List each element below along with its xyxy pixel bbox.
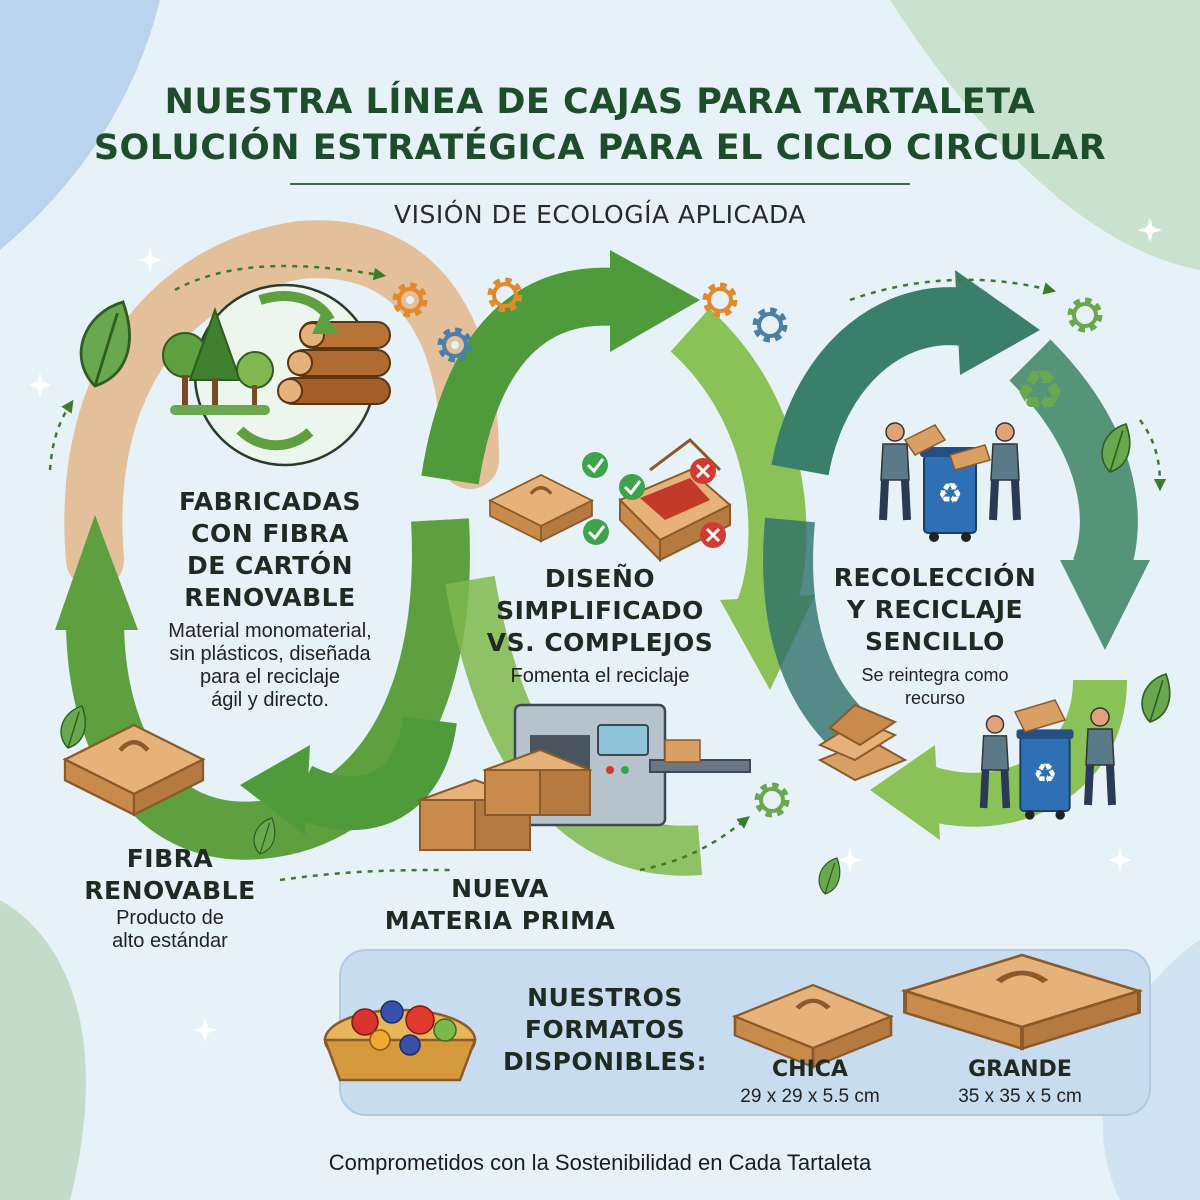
bg-blob-bottom-left <box>0 900 86 1200</box>
footer-text: Comprometidos con la Sostenibilidad en C… <box>328 1150 872 1175</box>
dotted-arrow-top <box>174 264 387 292</box>
section-materia: NUEVA MATERIA PRIMA <box>350 873 650 937</box>
x-icon <box>690 458 716 484</box>
section-title: MATERIA PRIMA <box>384 906 616 935</box>
middle-arrow-head-right <box>610 250 700 352</box>
formats-title-line: FORMATOS <box>524 1015 686 1044</box>
format-item-grande: GRANDE 35 x 35 x 5 cm <box>920 1057 1120 1108</box>
section-title: VS. COMPLEJOS <box>486 628 714 657</box>
right-arrow-head-left <box>870 745 940 840</box>
section-title: FABRICADAS <box>179 487 361 516</box>
recycling-people-top <box>881 423 1019 543</box>
cycle-arrows <box>48 220 1167 882</box>
check-icon <box>619 474 645 500</box>
section-recoleccion: RECOLECCIÓN Y RECICLAJE SENCILLO Se rein… <box>815 562 1055 710</box>
page-title-line2: SOLUCIÓN ESTRATÉGICA PARA EL CICLO CIRCU… <box>93 128 1107 168</box>
section-title: SIMPLIFICADO <box>496 596 704 625</box>
bg-blob-bottom-right <box>1102 940 1200 1200</box>
check-icon <box>582 452 608 478</box>
tart-icon <box>323 1000 477 1082</box>
section-desc: Fomenta el reciclaje <box>510 665 690 687</box>
forest-icon <box>162 307 274 415</box>
section-title: CON FIBRA <box>191 519 349 548</box>
bg-blob-top-left <box>0 0 160 250</box>
dotted-arrow-left <box>48 399 74 471</box>
dotted-arrow-right <box>1138 419 1167 492</box>
forest-cycle-arrow-top <box>258 291 335 323</box>
section-desc: alto estándar <box>112 930 228 952</box>
dotted-arrow-top-right <box>849 278 1057 302</box>
page-title-line1: NUESTRA LÍNEA DE CAJAS PARA TARTALETA <box>164 82 1036 122</box>
formats-title-line: DISPONIBLES: <box>503 1047 707 1076</box>
section-title: RENOVABLE <box>84 876 256 905</box>
section-title: RECOLECCIÓN <box>833 563 1037 592</box>
section-desc: Producto de <box>116 907 224 929</box>
dotted-arrow-bottom-mid <box>639 816 750 872</box>
leaf-icon <box>60 705 86 749</box>
section-title: RENOVABLE <box>184 583 356 612</box>
format-item-chica: CHICA 29 x 29 x 5.5 cm <box>710 1057 910 1108</box>
format-dims: 35 x 35 x 5 cm <box>958 1086 1082 1107</box>
section-desc: sin plásticos, diseñada <box>169 643 371 665</box>
gear-icon <box>1071 301 1099 329</box>
bottom-left-arrow <box>287 715 457 831</box>
right-arrow-head-down <box>1060 560 1150 650</box>
middle-loop-left-arrow <box>421 267 646 485</box>
flattened-boxes-pile <box>817 703 908 782</box>
page-subtitle: VISIÓN DE ECOLOGÍA APLICADA <box>394 200 806 229</box>
section-title: DISEÑO <box>544 564 656 593</box>
recycling-people-bottom <box>982 699 1114 821</box>
format-dims: 29 x 29 x 5.5 cm <box>740 1086 880 1107</box>
stacked-boxes <box>417 748 593 851</box>
section-desc: recurso <box>904 688 966 708</box>
person-icon <box>991 423 1019 520</box>
complex-box-icon <box>618 438 732 563</box>
format-name: GRANDE <box>968 1057 1072 1082</box>
design-boxes-illustration <box>488 438 732 563</box>
person-icon <box>881 423 909 520</box>
sparkle-icon <box>838 848 862 872</box>
check-icon <box>583 519 609 545</box>
section-title: DE CARTÓN <box>186 551 354 580</box>
sparkle-icon <box>28 373 52 397</box>
recycle-icon: ♻ <box>1015 359 1065 424</box>
format-name: CHICA <box>772 1057 848 1082</box>
leaf-icon <box>818 857 841 895</box>
right-arrow-head-right <box>955 270 1040 375</box>
section-desc: Se reintegra como <box>861 665 1009 685</box>
box-icon <box>488 473 594 543</box>
section-diseno: DISEÑO SIMPLIFICADO VS. COMPLEJOS Foment… <box>470 563 730 688</box>
sparkle-icon <box>1108 848 1132 872</box>
formats-title-line: NUESTROS <box>527 983 683 1012</box>
section-title: FIBRA <box>126 844 214 873</box>
section-fabricadas: FABRICADAS CON FIBRA DE CARTÓN RENOVABLE… <box>140 486 400 712</box>
right-loop-side-arrow <box>1009 339 1138 581</box>
left-arrow-head-up <box>55 515 138 630</box>
bottom-left-arrow-head <box>240 745 310 835</box>
section-title: NUEVA <box>451 874 549 903</box>
section-desc: Material monomaterial, <box>168 620 372 642</box>
bg-blob-top-right <box>890 0 1200 270</box>
forest-cycle-arrow-bottom <box>236 426 314 451</box>
sparkle-icon <box>138 248 162 272</box>
forest-logs-illustration <box>162 283 391 467</box>
section-title: Y RECICLAJE <box>846 595 1024 624</box>
section-desc: ágil y directo. <box>211 689 329 711</box>
sparkle-icon <box>193 1018 217 1042</box>
leaf-icon <box>1141 673 1171 723</box>
recycle-bin-icon <box>1015 728 1075 821</box>
gear-icon <box>756 311 784 339</box>
dotted-arrow-bottom <box>279 868 451 882</box>
section-title: SENCILLO <box>865 627 1005 656</box>
right-loop-top-arrow <box>771 287 988 476</box>
section-fibra: FIBRA RENOVABLE Producto de alto estánda… <box>50 843 290 953</box>
gear-icon <box>758 786 786 814</box>
formats-title: NUESTROS FORMATOS DISPONIBLES: <box>490 982 720 1078</box>
section-desc: para el reciclaje <box>199 666 341 688</box>
x-icon <box>700 522 726 548</box>
